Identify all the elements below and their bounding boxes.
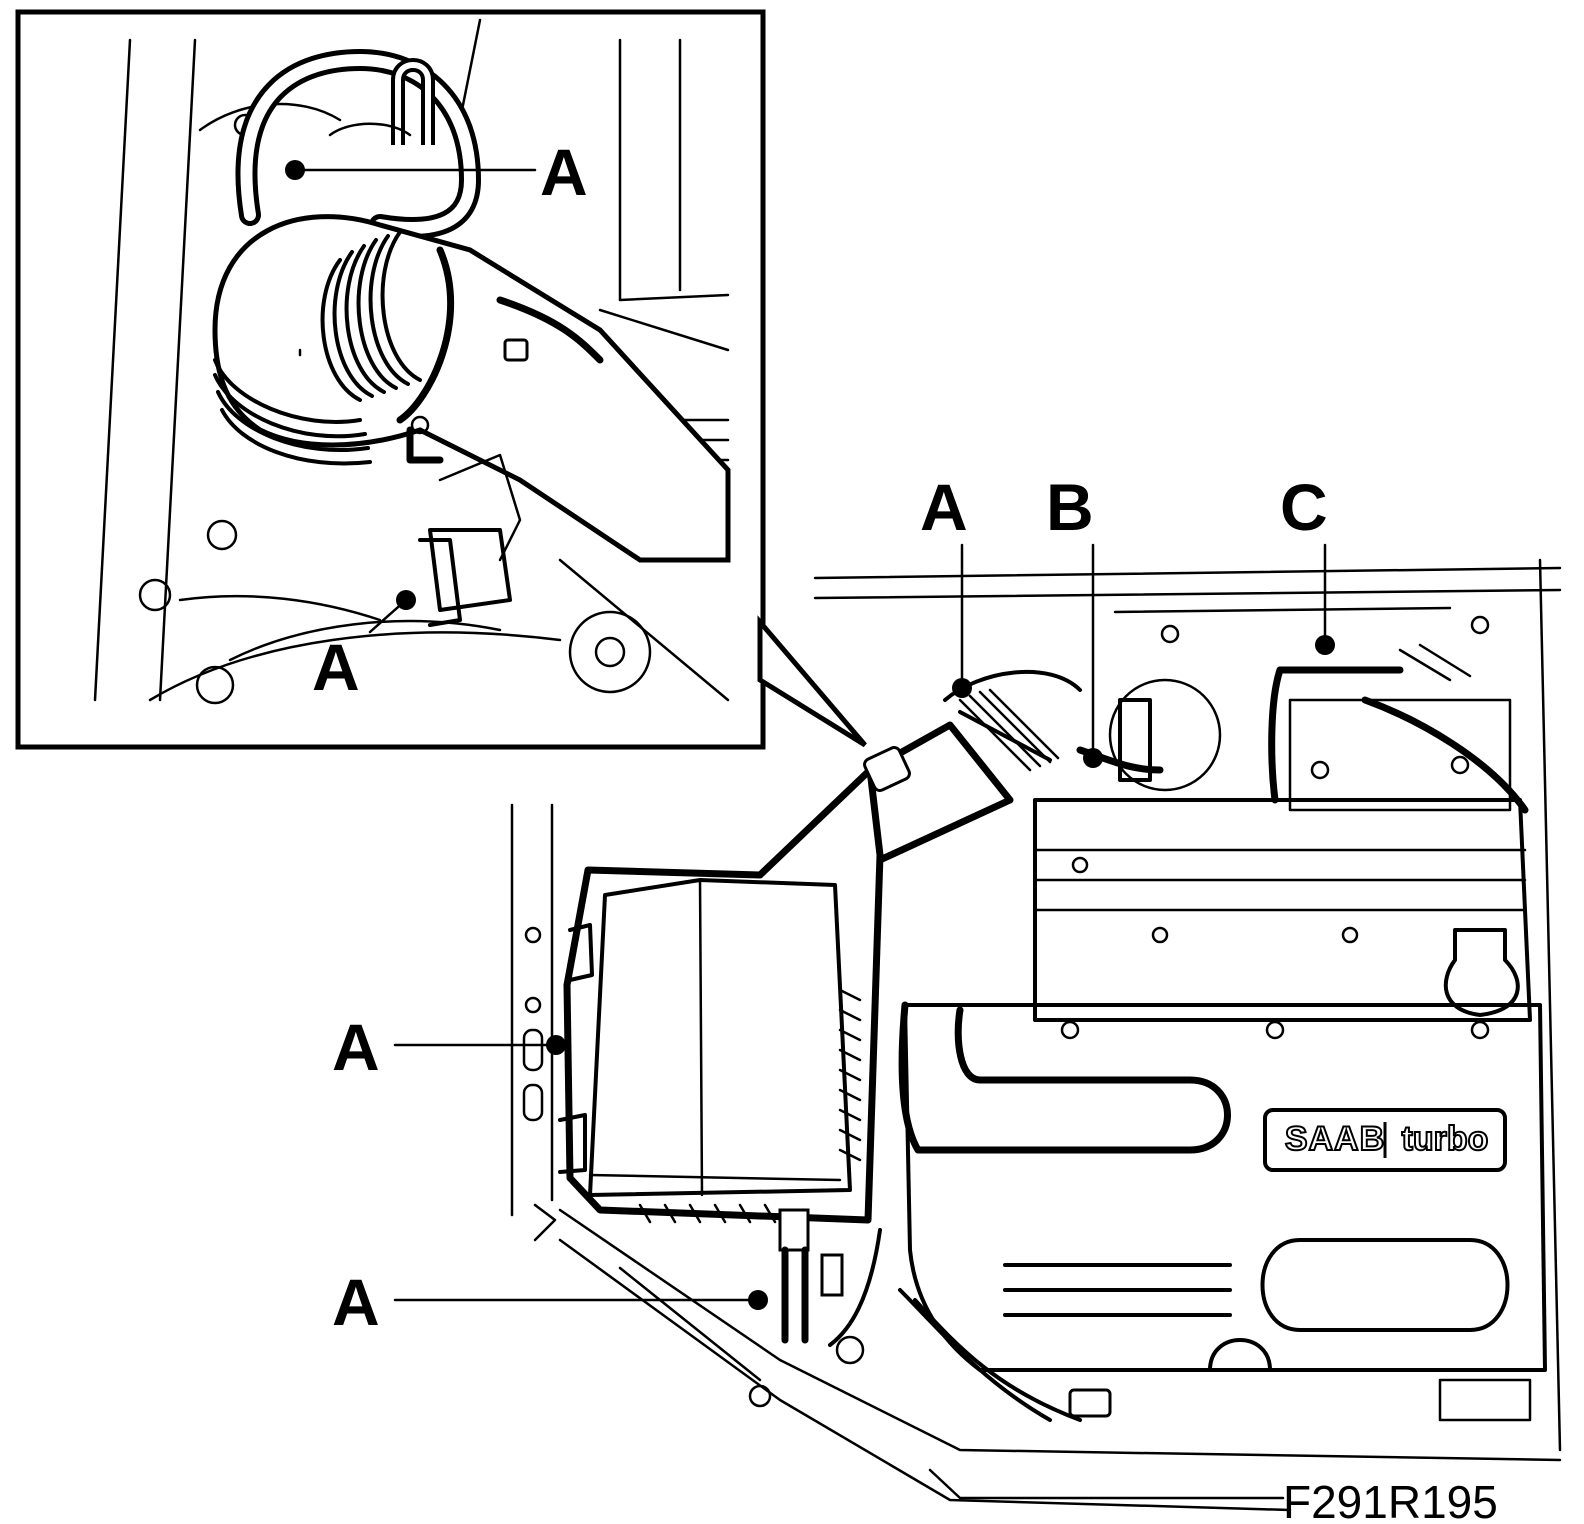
throttle-body [1268, 643, 1529, 814]
inset-pointer [757, 615, 867, 748]
inset-bellows-rings [213, 230, 422, 466]
inset-callout-leaders [285, 160, 537, 634]
emblem-model: turbo [1402, 1120, 1489, 1158]
inset-intake-elbow [212, 214, 731, 627]
callout-main-left-upper: A [332, 1010, 380, 1084]
emblem-brand: SAAB [1285, 1120, 1385, 1158]
filter-ribs [638, 988, 862, 1224]
air-filter-housing [558, 766, 884, 1224]
main-view [393, 543, 1562, 1512]
callout-main-top-b: B [1046, 470, 1094, 544]
callout-main-left-lower: A [332, 1265, 380, 1339]
intake-pipe [863, 669, 1082, 864]
callout-inset-lower: A [312, 630, 360, 704]
callout-inset-upper: A [540, 135, 588, 209]
bay-outline [510, 558, 1562, 1512]
engine-cover [898, 798, 1547, 1422]
inset-view [15, 9, 867, 750]
lower-hose [778, 1208, 1082, 1422]
callout-main-top-c: C [1280, 470, 1328, 544]
inset-vent-hose [235, 48, 482, 239]
callout-main-top-a: A [920, 470, 968, 544]
pipe-bellows [958, 688, 1060, 772]
mounting-holes [522, 615, 1490, 1408]
figure-code: F291R195 [1283, 1476, 1498, 1524]
callout-leaders [393, 543, 1335, 1500]
sensor-connector [1076, 678, 1222, 792]
